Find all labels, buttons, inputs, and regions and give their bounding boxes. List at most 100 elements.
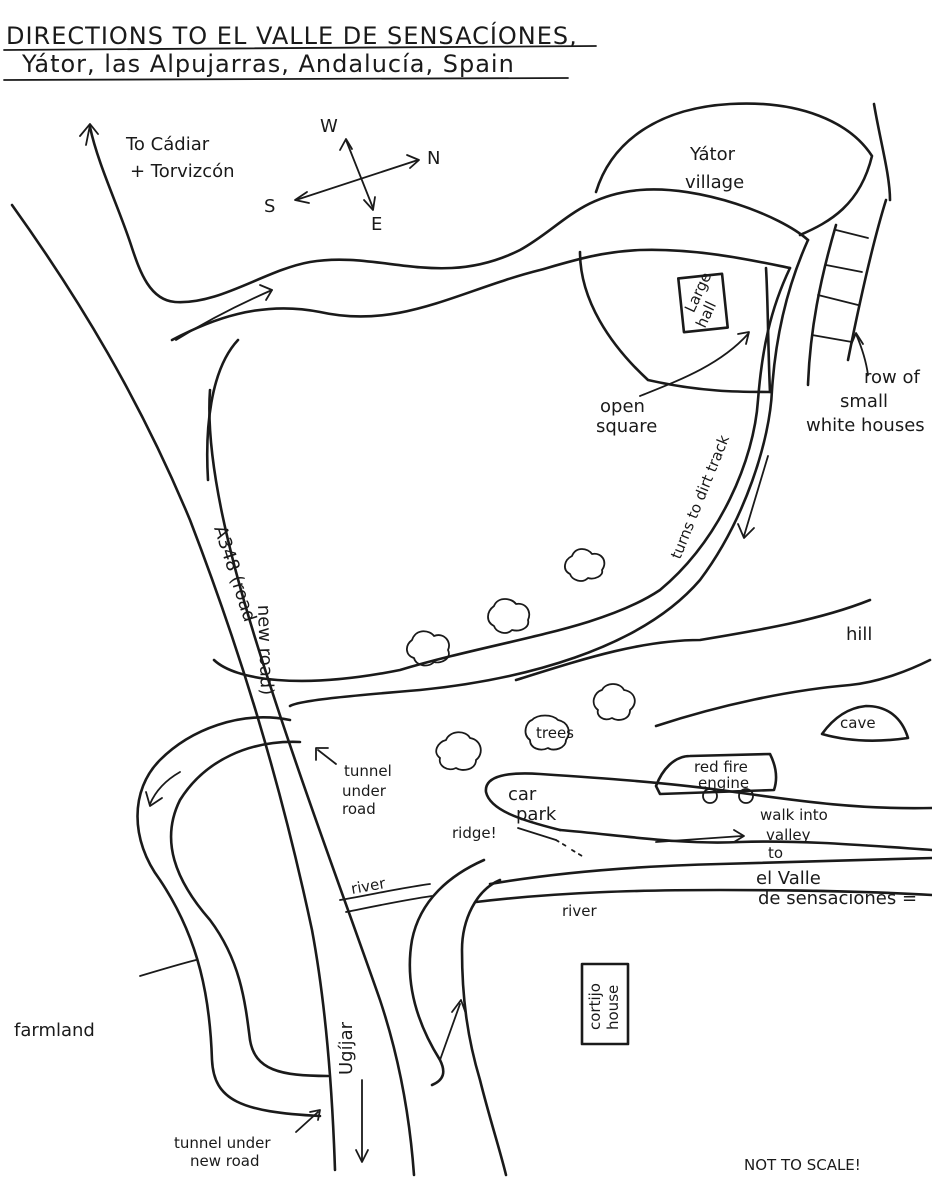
river-and-valley: el Valle de sensaciones = river river [339,856,932,920]
car-park: car park ridge! walk into valley to [452,772,932,862]
new-road-label: new road) [253,604,277,695]
open-square: Large hall open square [578,250,772,437]
direction-arrowhead [259,284,273,301]
to-cadiar-label-2: + Torvizcón [130,161,235,182]
compass-e-label: E [371,214,382,235]
car-park-label-2: park [516,804,557,825]
compass-n-arrowhead [406,154,420,169]
river-label-1: river [350,874,388,898]
tunnel2-pointer [295,1111,319,1133]
tree-1 [406,630,450,667]
map-title: DIRECTIONS TO EL VALLE DE SENSACÍONES, Y… [3,21,597,81]
hill-label: hill [846,624,872,645]
cadiar-arrowhead [79,123,99,137]
car-park-label-1: car [508,784,537,805]
fire-engine-label-1: red fire [694,758,748,776]
tree-2 [487,598,531,634]
fire-engine-wheel-2 [738,788,754,804]
tunnel1-pointer [317,749,337,765]
river-label-2: river [562,902,597,920]
loop-road: farmland [14,716,330,1118]
compass-s-label: S [264,196,275,217]
tunnel1-label-1: tunnel [344,762,392,780]
yator-label-1: Yátor [689,144,736,165]
trees-label: trees [536,724,574,742]
house-divider-1 [835,229,869,239]
tunnel2-label-2: new road [190,1152,260,1170]
cortijo-label-2: house [604,985,622,1030]
track-arrowhead [737,523,755,539]
a348-edge-left [10,203,337,1172]
houses-edge-left [806,223,838,387]
ugijar-arrowhead [355,1149,369,1163]
village-road-edge-left [212,266,792,683]
title-underline-1 [3,45,597,51]
open-square-label-1: open [600,396,645,417]
tunnels: tunnel under road tunnel under new road [174,747,392,1170]
loop-arrowhead [145,791,163,807]
fire-engine: red fire engine [654,752,778,804]
compass-we-line [345,139,374,209]
walk-label-3: to [768,844,783,862]
cadiar-road-edge-upper [88,125,810,304]
yator-village: Yátor village [594,102,874,237]
walk-arrowhead [733,829,745,843]
track-arrow-shaft [743,455,769,537]
tree-6 [435,731,482,771]
square-pointer-arrowhead [737,331,750,345]
compass-rose: W N S E [264,116,440,235]
village-outline [594,102,874,237]
cave-label: cave [840,714,876,732]
cortijo-arrow-shaft [439,1003,461,1061]
direction-arrow-shaft [175,289,273,341]
village-road-edge-right [288,238,810,708]
walk-label-2: valley [766,826,811,844]
to-cadiar-label-1: To Cádiar [125,134,210,155]
farmland-label: farmland [14,1020,95,1041]
ridge-label: ridge! [452,824,497,842]
hill-and-cave: hill cave [514,598,932,742]
tunnel2-label-1: tunnel under [174,1134,271,1152]
cortijo-road-right [460,878,508,1177]
cortijo-label-1: cortijo [586,983,604,1030]
road-to-cadiar: To Cádiar + Torvizcón [79,123,810,342]
not-to-scale-label: NOT TO SCALE! [744,1156,861,1174]
tree-4 [592,683,636,721]
tunnel2-arrowhead [309,1109,321,1121]
houses-edge-right [846,198,888,362]
title-underline-2 [3,77,569,81]
tunnel1-label-2: under [342,782,387,800]
compass-n-label: N [427,148,440,169]
square-outline [578,250,772,394]
houses-pointer-arrowhead [850,332,864,346]
cortijo-house [580,962,630,1046]
fire-engine-body [654,752,778,796]
tunnel1-arrowhead [315,747,329,761]
river-line-2 [345,895,433,913]
hill-ridge-upper [514,598,872,682]
houses-pointer-shaft [855,333,869,376]
loop-road-outer [136,716,322,1118]
river-line-1 [339,883,431,901]
a348-label: A348 (road [209,523,260,624]
compass-sn-line [295,159,419,201]
square-pointer-shaft [639,333,749,397]
house-divider-4 [811,334,853,343]
farmland-boundary [139,959,197,977]
trees: trees [406,548,636,771]
ridge-dotted-line [555,839,583,857]
title-line-1: DIRECTIONS TO EL VALLE DE SENSACÍONES, [6,21,578,50]
compass-w-arrowhead [339,138,353,151]
compass-e-arrowhead [363,196,376,211]
ridge-pointer [517,827,557,841]
cortijo-arrowhead [451,999,467,1015]
valley-path-lower [474,888,932,904]
car-park-lower-edge [558,828,932,852]
cortijo-road-left [408,858,486,1087]
yator-label-2: village [685,172,744,193]
walk-label-1: walk into [760,806,828,824]
compass-w-label: W [320,116,338,137]
valle-label-1: el Valle [756,868,821,889]
a348-edge-right [208,388,416,1177]
